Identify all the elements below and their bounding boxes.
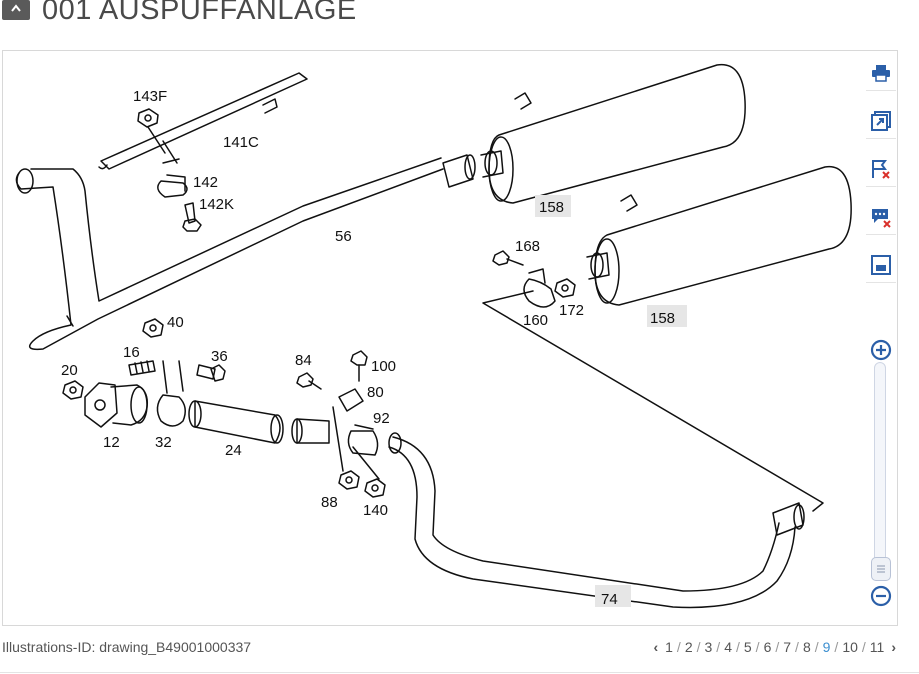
part-label-158-lower[interactable]: 158 [650,310,675,327]
clamp-142[interactable] [157,174,188,198]
bolt-142K[interactable] [182,202,202,232]
sleeve[interactable] [291,418,330,444]
part-label-172[interactable]: 172 [559,302,584,319]
part-label-40[interactable]: 40 [167,314,184,331]
part-label-56[interactable]: 56 [335,228,352,245]
viewer-toolbar [864,52,898,624]
part-label-32[interactable]: 32 [155,434,172,451]
part-label-158-upper[interactable]: 158 [539,199,564,216]
zoom-out-icon [870,585,892,607]
part-label-12[interactable]: 12 [103,434,120,451]
bolt-36[interactable] [196,364,226,382]
part-label-16[interactable]: 16 [123,344,140,361]
nut-20[interactable] [62,380,84,400]
prev-page-icon[interactable]: ‹ [653,639,659,655]
chevron-up-icon [11,4,21,12]
nut-143F[interactable] [137,108,166,154]
flange-12[interactable] [84,382,149,428]
bracket-80[interactable] [332,388,364,472]
clamp-32[interactable] [156,360,186,427]
part-label-160[interactable]: 160 [523,312,548,329]
muffler-158-upper[interactable] [480,63,746,204]
part-label-141C[interactable]: 141C [223,134,259,151]
heat-shield-141C[interactable] [98,72,308,170]
remove-flag-button[interactable] [866,152,896,187]
bolt-100[interactable] [350,350,368,382]
nut-140[interactable] [352,446,386,498]
nut-40[interactable] [142,318,164,338]
next-page-icon[interactable]: › [891,639,896,655]
page-link-4[interactable]: 4 [724,639,732,655]
zoom-in-icon [870,339,892,361]
grip-icon [877,565,885,573]
part-label-74[interactable]: 74 [601,591,618,608]
part-label-140[interactable]: 140 [363,502,388,519]
assembly-line [482,290,824,512]
stud-16[interactable] [128,360,156,376]
page-link-5[interactable]: 5 [743,639,752,655]
page-title: 001 AUSPUFFANLAGE [42,0,357,26]
page-link-10[interactable]: 10 [842,639,858,655]
page-link-9-current[interactable]: 9 [822,639,831,655]
clamp-160[interactable] [523,268,556,308]
pipe-24[interactable] [188,400,284,444]
part-label-100[interactable]: 100 [371,358,396,375]
page-link-2[interactable]: 2 [684,639,693,655]
footer-divider [0,672,919,673]
part-label-142[interactable]: 142 [193,174,218,191]
zoom-out-button[interactable] [870,585,892,607]
collapse-button[interactable] [2,0,30,20]
exhaust-drawing[interactable]: 143F 141C 142 142K 56 40 16 36 20 12 32 … [3,51,865,625]
illustration-id: Illustrations-ID: drawing_B49001000337 [2,639,252,655]
page-link-11[interactable]: 11 [869,639,885,655]
header: 001 AUSPUFFANLAGE [0,0,919,30]
clamp-92[interactable] [347,424,379,456]
zoom-slider-track[interactable] [874,362,886,578]
part-label-20[interactable]: 20 [61,362,78,379]
page-link-6[interactable]: 6 [763,639,772,655]
comment-remove-icon [872,209,891,228]
nut-172[interactable] [554,278,576,298]
part-label-143F[interactable]: 143F [133,88,167,105]
open-external-icon [871,111,891,131]
page-link-3[interactable]: 3 [704,639,713,655]
front-pipe-56[interactable] [15,154,476,351]
zoom-slider-handle[interactable] [871,557,891,581]
nut-88[interactable] [338,470,360,490]
part-label-88[interactable]: 88 [321,494,338,511]
bolt-84[interactable] [296,372,322,390]
part-label-84[interactable]: 84 [295,352,312,369]
part-label-142K[interactable]: 142K [199,196,234,213]
part-label-36[interactable]: 36 [211,348,228,365]
print-button[interactable] [866,56,896,91]
open-external-button[interactable] [866,104,896,139]
label-bg-158b [647,305,687,327]
label-bg-158a [535,195,571,217]
page-link-8[interactable]: 8 [802,639,811,655]
part-label-80[interactable]: 80 [367,384,384,401]
muffler-158-lower[interactable] [586,165,852,306]
bolt-168[interactable] [492,250,524,266]
part-label-24[interactable]: 24 [225,442,242,459]
pagination: ‹ 1/ 2/ 3/ 4/ 5/ 6/ 7/ 8/ 9/ 10/ 11 › [650,639,899,655]
illustration-viewer[interactable]: 143F 141C 142 142K 56 40 16 36 20 12 32 … [2,50,898,626]
zoom-in-button[interactable] [870,339,892,361]
remove-comment-button[interactable] [866,200,896,235]
part-label-168[interactable]: 168 [515,238,540,255]
rear-pipe-74[interactable] [388,432,805,609]
part-label-92[interactable]: 92 [373,410,390,427]
label-bg-74 [595,585,631,607]
window-icon [871,255,891,275]
page-link-7[interactable]: 7 [783,639,792,655]
window-button[interactable] [866,248,896,283]
page-link-1[interactable]: 1 [665,639,673,655]
print-icon [872,65,890,82]
flag-remove-icon [872,160,890,179]
